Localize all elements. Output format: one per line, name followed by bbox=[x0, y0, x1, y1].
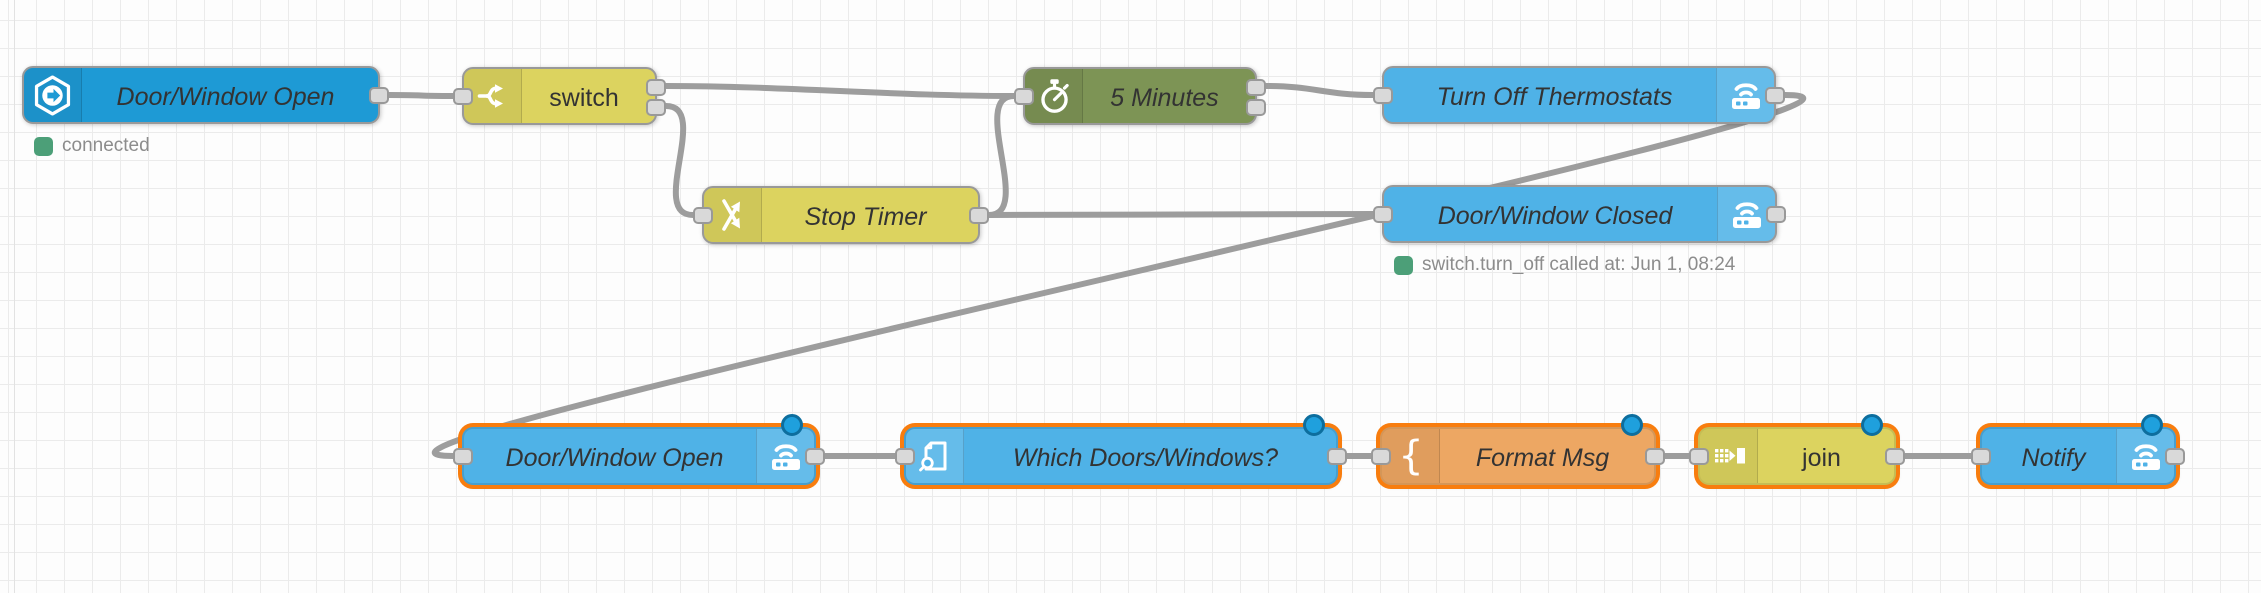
changed-badge bbox=[1303, 414, 1325, 436]
node-label: switch bbox=[549, 84, 619, 112]
fork-icon bbox=[464, 69, 522, 123]
output-port-0[interactable] bbox=[1765, 87, 1785, 104]
node-dw-closed[interactable]: Door/Window Closed switch.turn_off called… bbox=[1373, 185, 1786, 275]
node-turn-off-thermostats[interactable]: Turn Off Thermostats bbox=[1373, 66, 1785, 124]
node-label: Notify bbox=[2021, 444, 2086, 472]
node-label: Which Doors/Windows? bbox=[1012, 444, 1279, 472]
node-label: Door/Window Closed bbox=[1437, 202, 1673, 230]
wire-switch-to-stop-timer[interactable] bbox=[663, 103, 696, 218]
wire-stop-timer-to-five-minutes[interactable] bbox=[986, 93, 1017, 218]
output-port-0[interactable] bbox=[1766, 206, 1786, 223]
document-search-icon bbox=[906, 429, 964, 483]
workspace-left-edge bbox=[14, 0, 15, 593]
wifi-device-icon bbox=[1716, 68, 1774, 122]
output-port-1[interactable] bbox=[1246, 99, 1266, 116]
node-format-msg[interactable]: { Format Msg bbox=[1371, 414, 1665, 485]
svg-text:{: { bbox=[1398, 433, 1423, 479]
input-port[interactable] bbox=[895, 448, 915, 465]
wire-dw-open-top-to-switch[interactable] bbox=[386, 92, 456, 99]
node-join[interactable]: join bbox=[1689, 414, 1905, 485]
output-port-0[interactable] bbox=[1645, 448, 1665, 465]
input-port[interactable] bbox=[1373, 206, 1393, 223]
node-label: Door/Window Open bbox=[116, 83, 335, 111]
output-port-0[interactable] bbox=[646, 79, 666, 96]
status-dot bbox=[1394, 255, 1413, 275]
changed-badge bbox=[1861, 414, 1883, 436]
output-port-0[interactable] bbox=[369, 87, 389, 104]
node-label: Door/Window Open bbox=[505, 444, 724, 472]
node-label: 5 Minutes bbox=[1110, 84, 1219, 112]
node-label: join bbox=[1802, 444, 1841, 472]
output-port-0[interactable] bbox=[1327, 448, 1347, 465]
node-label: Stop Timer bbox=[804, 203, 927, 231]
node-label: Turn Off Thermostats bbox=[1436, 83, 1673, 111]
hexagon-arrow-icon bbox=[24, 68, 82, 122]
wifi-device-icon bbox=[2116, 429, 2174, 483]
node-dw-open-bottom[interactable]: Door/Window Open bbox=[453, 414, 825, 485]
brace-icon: { bbox=[1382, 429, 1440, 483]
node-label: Format Msg bbox=[1475, 444, 1610, 472]
node-stop-timer[interactable]: Stop Timer bbox=[693, 186, 989, 244]
input-port[interactable] bbox=[453, 88, 473, 105]
output-port-1[interactable] bbox=[646, 99, 666, 116]
wire-five-minutes-to-turn-off-thermostats[interactable] bbox=[1263, 83, 1376, 98]
status-text: connected bbox=[62, 135, 150, 156]
output-port-0[interactable] bbox=[1885, 448, 1905, 465]
node-notify[interactable]: Notify bbox=[1971, 414, 2185, 485]
node-dw-open-top[interactable]: Door/Window Open connected bbox=[22, 66, 389, 156]
join-icon bbox=[1700, 429, 1758, 483]
wifi-device-icon bbox=[756, 429, 814, 483]
output-port-0[interactable] bbox=[805, 448, 825, 465]
wifi-device-icon bbox=[1717, 187, 1775, 241]
output-port-0[interactable] bbox=[969, 207, 989, 224]
node-status: switch.turn_off called at: Jun 1, 08:24 bbox=[1394, 254, 1735, 276]
crossing-arrows-icon bbox=[704, 188, 762, 242]
input-port[interactable] bbox=[1689, 448, 1709, 465]
output-port-0[interactable] bbox=[2165, 448, 2185, 465]
input-port[interactable] bbox=[693, 207, 713, 224]
input-port[interactable] bbox=[1971, 448, 1991, 465]
input-port[interactable] bbox=[1371, 448, 1391, 465]
input-port[interactable] bbox=[1373, 87, 1393, 104]
status-dot bbox=[34, 136, 53, 156]
wire-stop-timer-to-dw-closed[interactable] bbox=[986, 211, 1376, 218]
changed-badge bbox=[781, 414, 803, 436]
stopwatch-icon bbox=[1025, 69, 1083, 123]
output-port-0[interactable] bbox=[1246, 79, 1266, 96]
node-switch[interactable]: switch bbox=[453, 67, 666, 125]
status-text: switch.turn_off called at: Jun 1, 08:24 bbox=[1422, 254, 1736, 275]
node-five-minutes[interactable]: 5 Minutes bbox=[1014, 67, 1266, 125]
changed-badge bbox=[2141, 414, 2163, 436]
changed-badge bbox=[1621, 414, 1643, 436]
input-port[interactable] bbox=[453, 448, 473, 465]
node-which-doors[interactable]: Which Doors/Windows? bbox=[895, 414, 1347, 485]
wire-switch-to-five-minutes[interactable] bbox=[663, 83, 1017, 99]
node-status: connected bbox=[34, 135, 150, 157]
input-port[interactable] bbox=[1014, 88, 1034, 105]
